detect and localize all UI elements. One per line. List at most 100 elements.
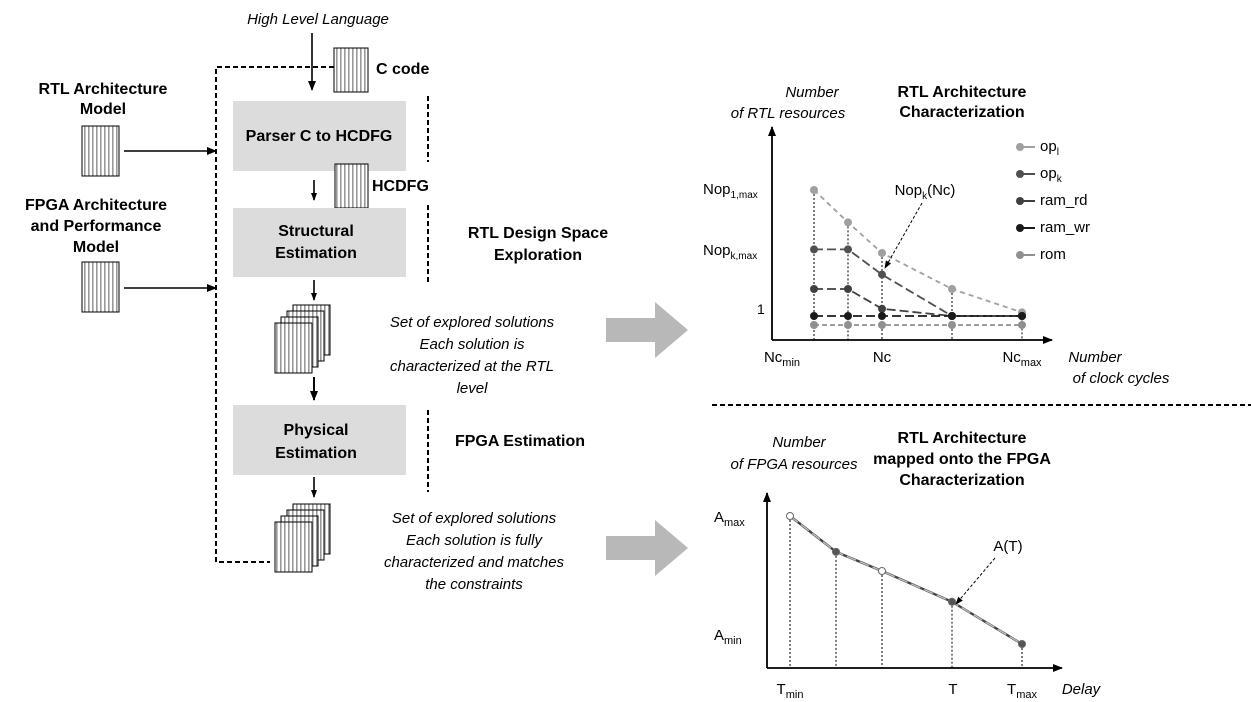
rtl-dse-label-line1: RTL Design Space: [468, 225, 608, 242]
hcdfg-label: HCDFG: [372, 178, 429, 195]
top-chart-point: [878, 249, 886, 257]
legend-label: opk: [1040, 165, 1063, 185]
fpga-model-title-line3: Model: [73, 239, 119, 256]
fpga-model-title-line2: and Performance: [31, 218, 162, 235]
top-chart-ytick-nopkmax: Nopk,max: [703, 242, 757, 262]
set1-line1: Set of explored solutions: [390, 314, 555, 331]
high-level-language-label: High Level Language: [247, 11, 389, 28]
bottom-chart-xtick-tmin: Tmin: [777, 681, 804, 701]
c-code-label: C code: [376, 61, 429, 78]
top-chart-point: [878, 312, 886, 320]
bottom-chart-guide-lines: [789, 516, 1023, 668]
top-chart-point: [810, 245, 818, 254]
physical-estimation-box: [233, 405, 406, 475]
solution-stack-2-icon: [274, 503, 331, 573]
top-chart-point: [878, 270, 886, 279]
top-chart-point: [810, 321, 818, 329]
set2-line4: the constraints: [425, 576, 523, 593]
top-chart-ylabel-line2: of RTL resources: [731, 105, 846, 122]
set2-line1: Set of explored solutions: [392, 510, 557, 527]
top-chart-point: [948, 285, 956, 293]
solution-stack-1-icon: [274, 304, 331, 374]
top-chart-ylabel-line1: Number: [785, 84, 839, 101]
fpga-model-document-icon: [81, 261, 120, 313]
top-chart-series-line: [814, 248, 1022, 317]
legend-marker: [1016, 251, 1024, 259]
top-chart-ytick-one: 1: [757, 301, 765, 317]
bottom-chart-xtick-t: T: [948, 681, 957, 698]
legend-marker: [1016, 143, 1024, 151]
bottom-chart-title-line2: mapped onto the FPGA: [873, 451, 1051, 468]
rtl-model-document-icon: [81, 125, 120, 177]
top-chart-point: [948, 321, 956, 329]
set2-line3: characterized and matches: [384, 554, 565, 571]
bottom-chart-series-line-light: [789, 515, 1023, 645]
parser-box-label: Parser C to HCDFG: [246, 128, 393, 145]
legend-label: rom: [1040, 246, 1066, 263]
top-chart-annotation-arrow: [884, 202, 923, 269]
top-chart-ytick-nop1max: Nop1,max: [703, 181, 758, 201]
top-chart-point: [878, 321, 886, 329]
bottom-chart-title-line1: RTL Architecture: [898, 430, 1027, 447]
bottom-chart-title-line3: Characterization: [899, 472, 1024, 489]
top-chart-point: [878, 304, 886, 313]
top-chart-series: [810, 186, 1026, 329]
physical-estimation-line1: Physical: [284, 422, 349, 439]
structural-estimation-box: [233, 208, 406, 277]
top-chart-series-line: [814, 288, 1022, 317]
top-chart-xlabel-line2: of clock cycles: [1073, 370, 1170, 387]
bottom-chart-ylabel-line1: Number: [772, 434, 826, 451]
fpga-estimation-label: FPGA Estimation: [455, 433, 585, 450]
bottom-chart-series-line-dark: [789, 515, 1023, 646]
bottom-chart-point: [1018, 640, 1026, 648]
big-arrow-to-fpga-chart-icon: [606, 520, 688, 576]
bottom-chart-series: [786, 512, 1026, 648]
legend-label: ram_rd: [1040, 192, 1088, 209]
top-chart-point: [844, 321, 852, 329]
top-chart-point: [810, 285, 818, 293]
fpga-model-title-line1: FPGA Architecture: [25, 197, 167, 214]
bottom-chart-point: [948, 597, 956, 606]
top-chart-title-line2: Characterization: [899, 104, 1024, 121]
top-chart-point: [844, 312, 852, 320]
legend-label: ram_wr: [1040, 219, 1090, 236]
structural-estimation-line1: Structural: [278, 223, 354, 240]
top-chart-point: [844, 285, 852, 293]
set1-line4: level: [457, 380, 489, 397]
bottom-chart-annotation: A(T): [993, 538, 1022, 555]
bottom-chart-xlabel: Delay: [1062, 681, 1102, 698]
fpga-characterization-chart: Number of FPGA resources RTL Architectur…: [714, 430, 1102, 701]
hcdfg-document-icon: [334, 163, 369, 209]
set2-line2: Each solution is fully: [406, 532, 543, 549]
big-arrow-to-rtl-chart-icon: [606, 302, 688, 358]
physical-estimation-line2: Estimation: [275, 445, 357, 462]
parser-box: [233, 101, 406, 171]
top-chart-point: [844, 218, 852, 227]
top-chart-xtick-ncmin: Ncmin: [764, 349, 800, 369]
c-code-document-icon: [333, 47, 369, 93]
top-chart-point: [810, 312, 818, 320]
top-chart-title-line1: RTL Architecture: [898, 84, 1027, 101]
legend-label: opl: [1040, 138, 1059, 158]
legend-marker: [1016, 224, 1024, 232]
top-chart-xtick-nc: Nc: [873, 349, 892, 366]
top-chart-annotation: Nopk(Nc): [895, 182, 956, 202]
top-chart-point: [844, 245, 852, 254]
bottom-chart-ylabel-line2: of FPGA resources: [731, 456, 858, 473]
bottom-chart-annotation-arrow: [955, 557, 996, 605]
bottom-chart-ytick-amax: Amax: [714, 509, 745, 529]
bottom-chart-ytick-amin: Amin: [714, 627, 742, 647]
rtl-dse-label-line2: Exploration: [494, 247, 582, 264]
top-chart-xlabel-line1: Number: [1068, 349, 1122, 366]
legend-marker: [1016, 170, 1024, 178]
set1-line3: characterized at the RTL: [390, 358, 554, 375]
bottom-chart-xtick-tmax: Tmax: [1007, 681, 1037, 701]
top-chart-xtick-ncmax: Ncmax: [1002, 349, 1042, 369]
dashed-boundary: [215, 66, 334, 563]
bottom-chart-point: [786, 512, 794, 520]
rtl-characterization-chart: Number of RTL resources RTL Architecture…: [703, 84, 1170, 387]
structural-estimation-line2: Estimation: [275, 245, 357, 262]
rtl-model-title-line1: RTL Architecture: [39, 81, 168, 98]
